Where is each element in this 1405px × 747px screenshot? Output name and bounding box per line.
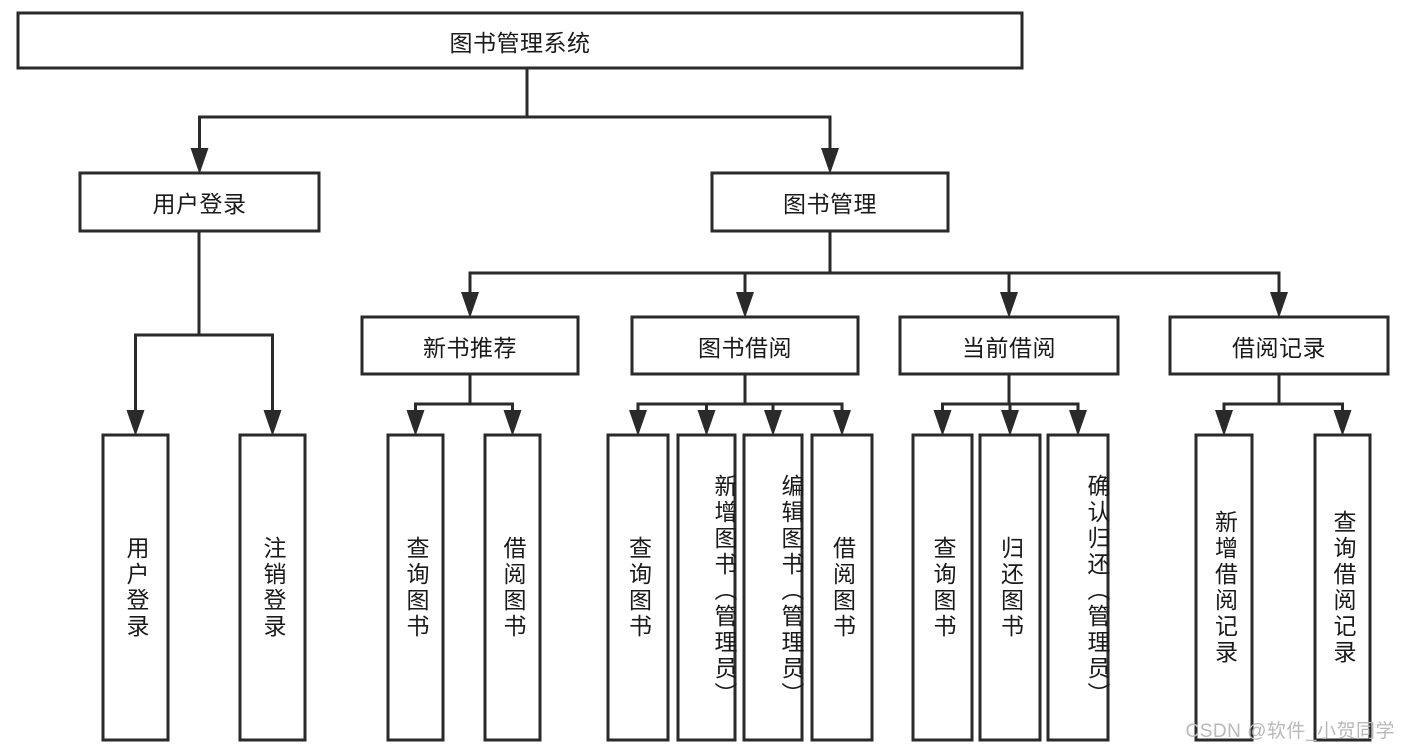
arrow-head-icon [933, 410, 952, 436]
node-box-leaf-add-borrow-record[interactable] [1194, 433, 1254, 742]
node-box-leaf-user-logout[interactable] [238, 433, 307, 742]
node-box-leaf-borrow-book[interactable] [810, 433, 874, 742]
connector-group-root [190, 66, 839, 174]
node-box-leaf-query-book-current[interactable] [911, 433, 974, 742]
node-box-leaf-edit-book-admin[interactable] [742, 433, 804, 742]
arrow-head-icon [629, 410, 647, 436]
node-box-leaf-return-book[interactable] [978, 433, 1042, 742]
node-box-layer [16, 11, 1390, 742]
node-box-leaf-confirm-return-admin[interactable] [1046, 433, 1110, 742]
node-box-borrow-record[interactable] [1168, 315, 1390, 376]
arrow-head-icon [697, 410, 716, 436]
node-box-current-borrow[interactable] [898, 315, 1120, 376]
node-box-leaf-query-book-borrow[interactable] [606, 433, 670, 742]
connector-layer [126, 66, 1352, 436]
arrow-head-icon [1001, 410, 1019, 436]
connector-group-current-borrow [933, 372, 1087, 436]
arrow-head-icon [736, 292, 754, 318]
arrow-head-icon [1069, 410, 1087, 436]
connector-group-borrow-record [1215, 372, 1352, 436]
arrow-head-icon [1270, 292, 1288, 318]
arrow-head-icon [1215, 410, 1233, 436]
node-box-leaf-query-borrow-record[interactable] [1313, 433, 1372, 742]
arrow-head-icon [263, 410, 282, 436]
connector-group-new-book-recommend [406, 372, 522, 436]
node-box-leaf-user-login[interactable] [101, 433, 170, 742]
arrow-head-icon [126, 410, 145, 436]
connector-group-book-manage [461, 229, 1288, 318]
arrow-head-icon [503, 410, 522, 436]
node-box-leaf-borrow-book-rec[interactable] [483, 433, 542, 742]
connector-group-user-login [126, 229, 282, 436]
node-box-root[interactable] [16, 11, 1024, 70]
connector-group-book-borrow [629, 372, 851, 436]
node-box-new-book-recommend[interactable] [360, 315, 580, 376]
node-box-leaf-add-book-admin[interactable] [676, 433, 737, 742]
arrow-head-icon [1333, 410, 1352, 436]
arrow-head-icon [821, 148, 839, 174]
node-box-book-borrow[interactable] [630, 315, 860, 376]
arrow-head-icon [461, 292, 479, 318]
node-box-leaf-query-book-rec[interactable] [386, 433, 445, 742]
arrow-head-icon [833, 410, 851, 436]
node-box-user-login[interactable] [78, 171, 321, 233]
arrow-head-icon [1000, 292, 1018, 318]
arrow-head-icon [406, 410, 425, 436]
arrow-head-icon [190, 148, 209, 174]
arrow-head-icon [764, 410, 782, 436]
node-box-book-manage[interactable] [710, 171, 950, 233]
